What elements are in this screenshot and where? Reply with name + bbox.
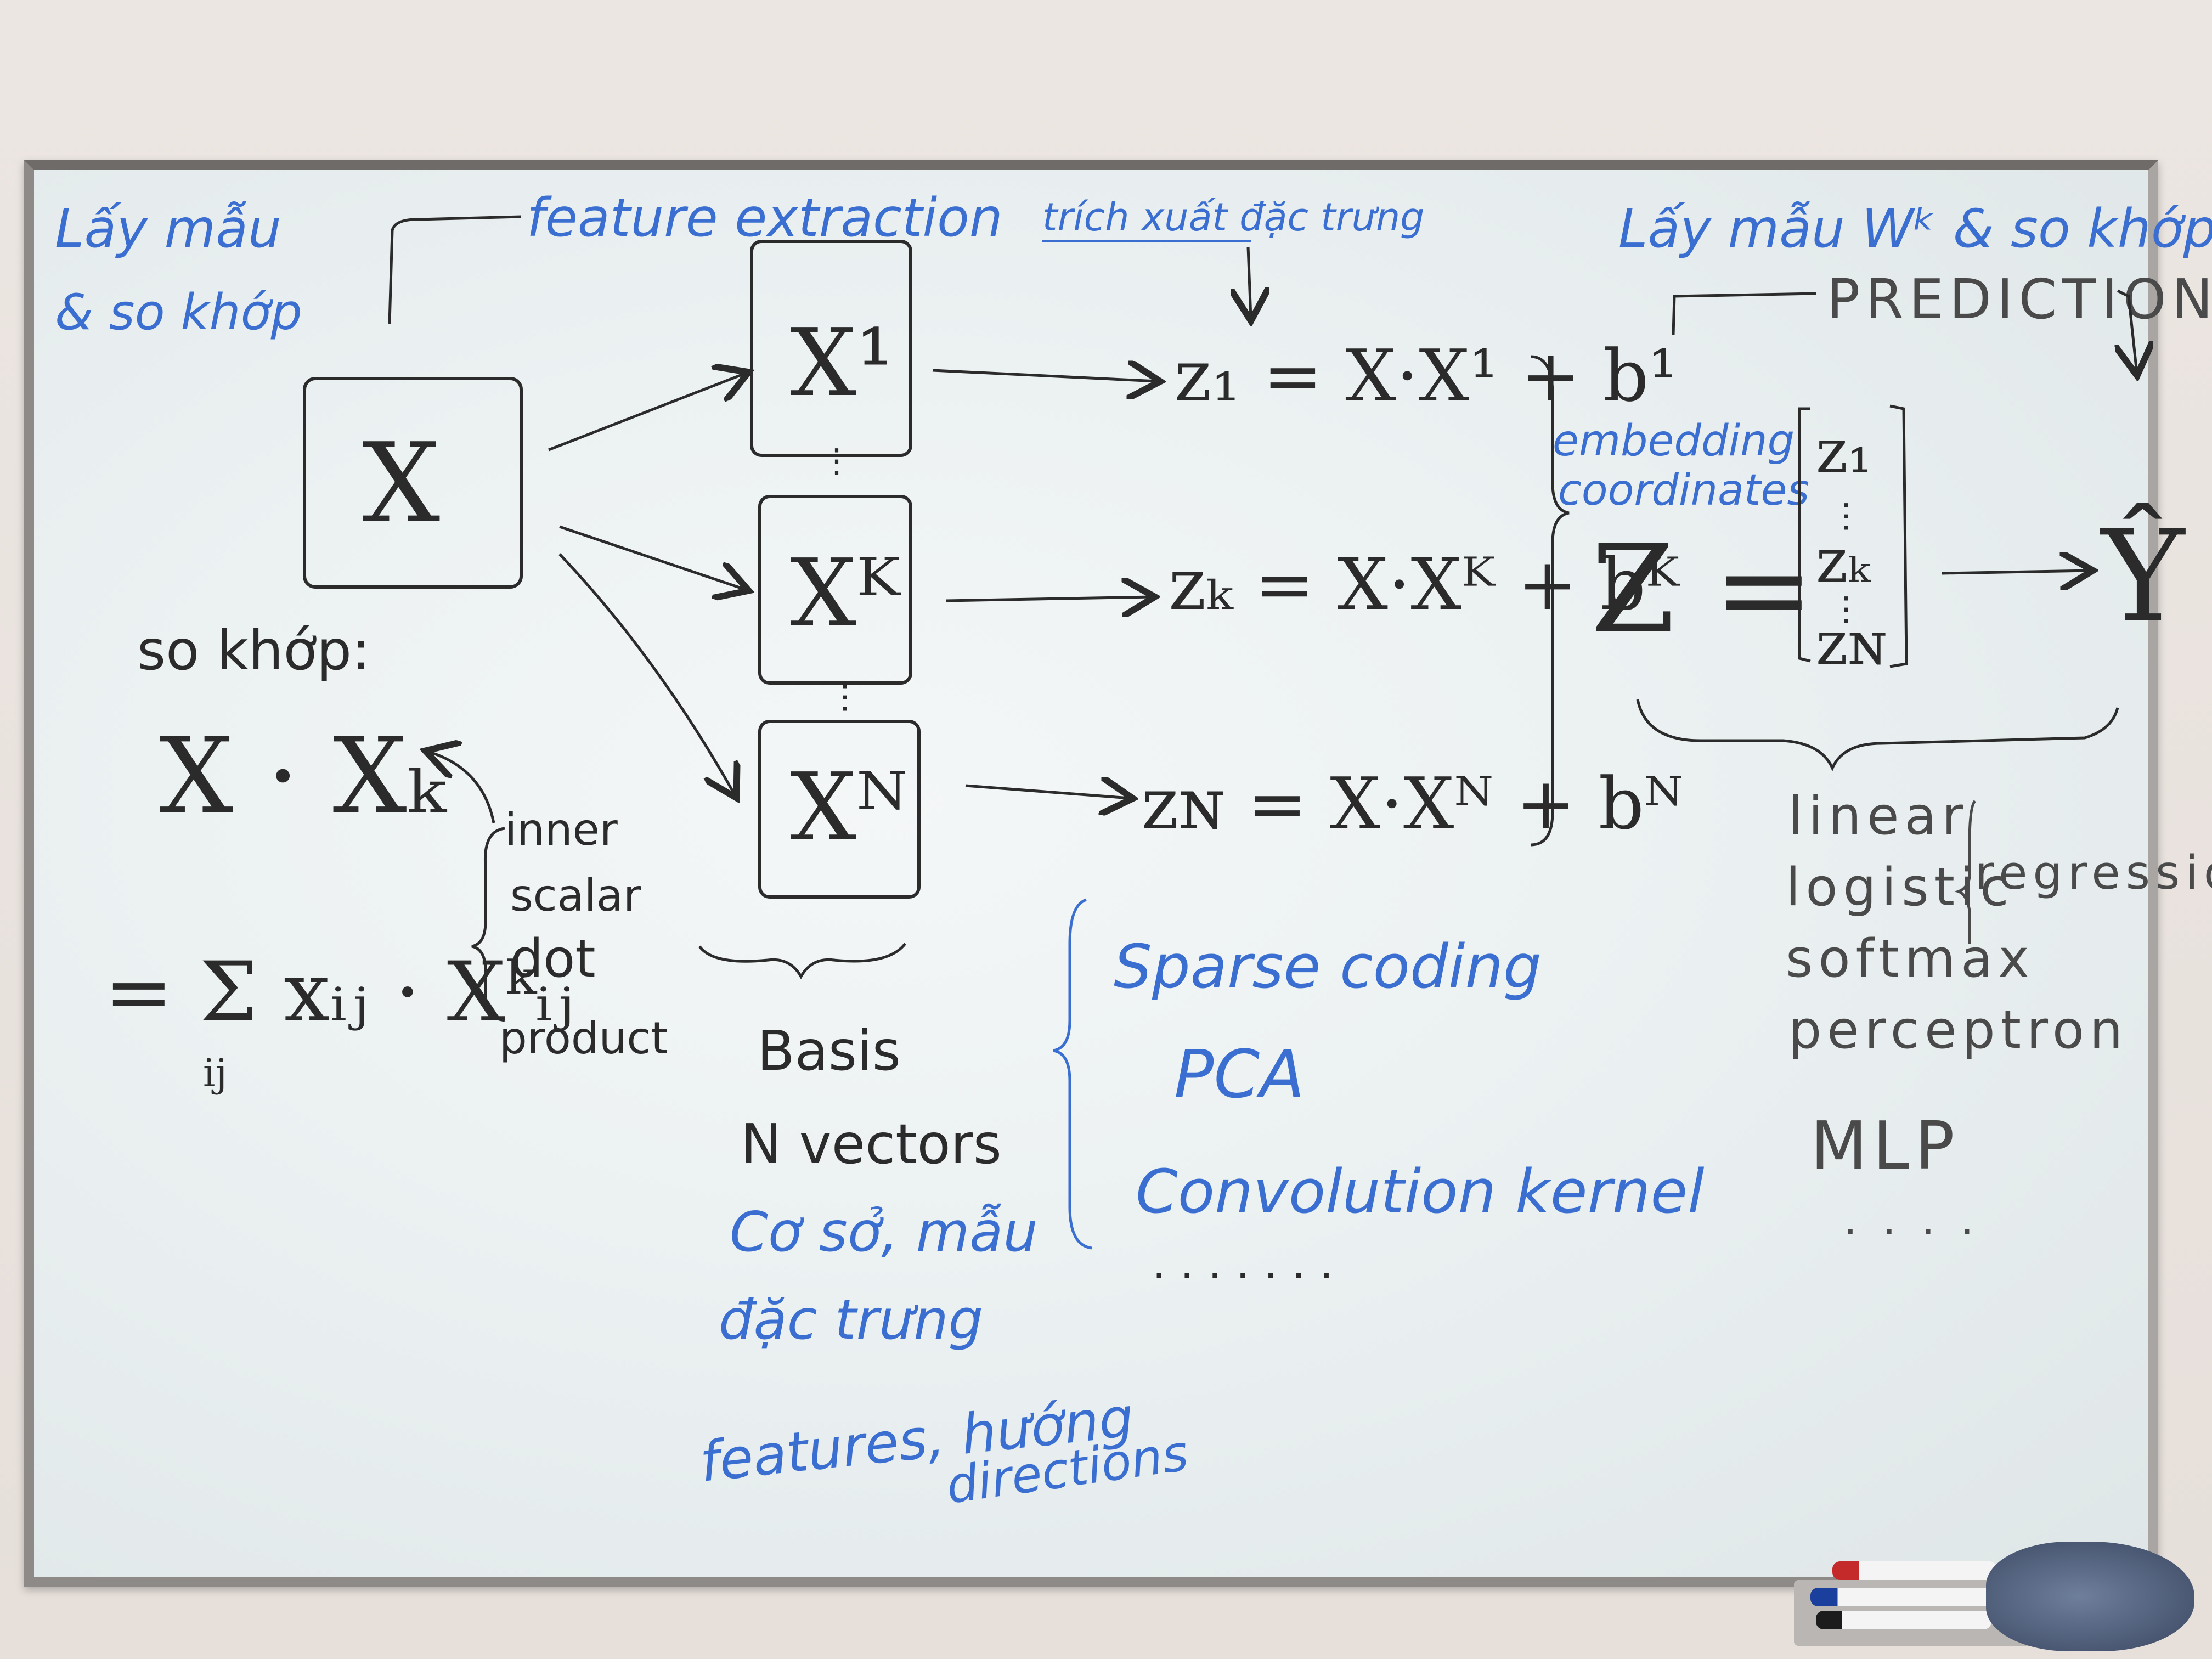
sum-subscript: ij — [203, 1051, 227, 1096]
method-sparse-coding: Sparse coding — [1114, 932, 1542, 1002]
arrow-to-xn — [558, 553, 735, 795]
dots-1: ⋮ — [820, 442, 853, 480]
model-perceptron: perceptron — [1788, 1000, 2128, 1060]
blue-marker — [1810, 1588, 1991, 1606]
regression-brace — [1954, 800, 1977, 944]
arrow-to-xk — [559, 525, 746, 590]
output-y: Ŷ — [2100, 502, 2186, 650]
z-lhs: Z = — [1591, 519, 1814, 659]
methods-brace — [1053, 898, 1092, 1250]
z-entry-1: z₁ — [1816, 416, 1872, 486]
vector-brace — [1636, 699, 2119, 772]
down-arrow — [1248, 246, 1251, 318]
basis-vn-line1: Cơ sở, mẫu — [730, 1200, 1038, 1264]
whiteboard — [24, 160, 2158, 1587]
inner-arrow — [428, 752, 495, 823]
basis-brace — [698, 943, 906, 980]
black-marker — [1816, 1611, 1991, 1629]
basis-label: Basis — [757, 1019, 901, 1083]
feature-extraction-vietnamese: trích xuất đặc trưng — [1042, 195, 1425, 240]
method-pca: PCA — [1174, 1037, 1305, 1113]
z-entry-k: zₖ — [1816, 526, 1871, 596]
feature-bracket — [388, 215, 522, 324]
equations-brace — [1530, 355, 1570, 847]
n-vectors-label: N vectors — [741, 1112, 1002, 1176]
model-softmax: softmax — [1786, 929, 2035, 989]
prediction-label: PREDICTION — [1827, 267, 2212, 331]
vector-dots-2: ⋮ — [1830, 590, 1863, 628]
so-khop-title: so khớp: — [137, 618, 370, 682]
basis-xn: Xᴺ — [790, 753, 908, 862]
basis-x1: X¹ — [790, 309, 894, 417]
feature-extraction-label: feature extraction — [527, 187, 1003, 249]
basis-box-1 — [750, 240, 912, 457]
model-linear: linear — [1788, 786, 1969, 847]
basis-box-n — [758, 720, 921, 899]
prediction-arrow — [2118, 289, 2137, 373]
input-box — [303, 377, 523, 589]
arrow-eq1 — [932, 370, 1158, 381]
model-mlp: MLP — [1810, 1108, 1960, 1184]
basis-xk: Xᴷ — [790, 539, 901, 648]
equation-1: z₁ = X·X¹ + b¹ — [1174, 334, 1678, 417]
top-left-line2: & so khớp — [55, 284, 302, 341]
input-x: X — [362, 420, 440, 548]
product-scalar: scalar — [510, 870, 641, 921]
model-logistic: logistic — [1786, 857, 2015, 918]
arrow-to-y — [1942, 571, 2090, 573]
sum-expression: = Σ xᵢⱼ · Xᵏᵢⱼ — [104, 945, 574, 1040]
embedding-line1: embedding — [1553, 416, 1795, 466]
product-product: product — [499, 1013, 668, 1064]
model-dots: . . . . — [1843, 1194, 1979, 1245]
red-marker — [1832, 1561, 1997, 1580]
regression-label: regression — [1975, 846, 2212, 900]
equation-n: zɴ = X·Xᴺ + bᴺ — [1141, 762, 1683, 845]
basis-box-k — [758, 495, 912, 685]
arrow-eqk — [946, 597, 1152, 601]
equation-k: zₖ = X·Xᴷ + bᴷ — [1169, 543, 1680, 626]
method-dots: . . . . . . . — [1152, 1238, 1334, 1289]
basis-vn-line2: đặc trưng — [719, 1288, 983, 1352]
vector-right-bracket — [1889, 404, 1908, 668]
top-right-label: Lấy mẫu Wᵏ & so khớp Z — [1618, 198, 2212, 259]
top-left-line1: Lấy mẫu — [55, 198, 281, 259]
product-brace — [471, 827, 505, 1022]
dot-expression: X · Xₖ — [159, 715, 448, 837]
arrow-eqn — [965, 786, 1130, 798]
dots-2: ⋮ — [828, 678, 861, 716]
vector-dots-1: ⋮ — [1830, 496, 1863, 535]
product-inner: inner — [505, 804, 618, 855]
arrow-to-x1 — [548, 373, 746, 452]
method-convolution: Convolution kernel — [1136, 1156, 1705, 1227]
vector-left-bracket — [1798, 407, 1811, 663]
prediction-bracket — [1672, 292, 1816, 335]
cloth-eraser — [1986, 1542, 2194, 1651]
embedding-line2: coordinates — [1558, 466, 1809, 515]
z-entry-n: zɴ — [1816, 608, 1887, 678]
product-dot: dot — [510, 929, 596, 989]
